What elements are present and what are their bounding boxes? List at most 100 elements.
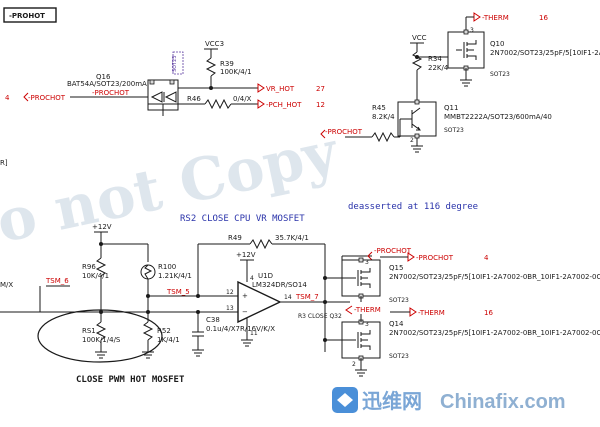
r49-value: 35.7K/4/1 bbox=[275, 234, 309, 242]
r34-resistor bbox=[411, 51, 423, 71]
prochot-r45-arrow bbox=[320, 129, 326, 139]
q16-diode-symbol bbox=[150, 91, 177, 103]
edge-label-r: R] bbox=[0, 159, 8, 167]
note-rs2-close: RS2 CLOSE CPU VR MOSFET bbox=[180, 214, 305, 224]
therm-arrow bbox=[473, 12, 481, 22]
r49-ref: R49 bbox=[228, 234, 242, 242]
q14-ref: Q14 bbox=[389, 320, 404, 328]
u1d-pin-13: 13 bbox=[226, 305, 234, 312]
prochot-q15-pin: -PROCHOT bbox=[374, 247, 412, 255]
r46-ref: R46 bbox=[187, 95, 201, 103]
q15-ref: Q15 bbox=[389, 264, 403, 272]
r96-ref: R96 bbox=[82, 263, 96, 271]
q16-value: BAT54A/SOT23/200mA bbox=[67, 80, 147, 88]
q16-pin bbox=[169, 79, 175, 85]
q11-pin bbox=[414, 133, 420, 139]
prochot-left-net: -PROCHOT bbox=[28, 94, 66, 102]
q10-value: 2N7002/SOT23/25pF/5[10IF1-2A7002 bbox=[490, 49, 600, 57]
therm-q14-pin: -THERM bbox=[354, 306, 381, 314]
q11-pin bbox=[414, 99, 420, 105]
q15-package: SOT23 bbox=[389, 297, 409, 304]
r34-value: 22K/4 bbox=[428, 64, 449, 72]
u1d-pin-11: 11 bbox=[250, 330, 258, 337]
title-box-label: -PROHOT bbox=[9, 12, 45, 20]
brand-cn: 迅维网 bbox=[362, 389, 422, 413]
junction-dot bbox=[323, 338, 327, 342]
title-box bbox=[3, 7, 57, 23]
r39-resistor bbox=[205, 57, 217, 77]
vrhot-net: VR_HOT bbox=[266, 85, 295, 93]
pchhot-num: 12 bbox=[316, 101, 325, 109]
q10-ref: Q10 bbox=[490, 40, 504, 48]
gnd-symbol bbox=[460, 79, 472, 87]
prochot-left-arrow bbox=[23, 92, 29, 102]
gnd-symbol bbox=[95, 351, 107, 359]
close-pwm-caption: CLOSE PWM HOT MOSFET bbox=[76, 375, 185, 385]
q10-pin-3: 3 bbox=[470, 27, 474, 34]
gnd-symbol bbox=[192, 349, 204, 357]
v12-mid-label: +12V bbox=[236, 251, 256, 259]
tsm7-net: TSM_7 bbox=[295, 293, 319, 301]
q14-pin-2: 2 bbox=[352, 361, 356, 368]
q16-ref: Q16 bbox=[96, 73, 111, 81]
tsm6-net: TSM_6 bbox=[45, 277, 69, 285]
therm-q14-num: 16 bbox=[484, 309, 493, 317]
edge-label-mx: M/X bbox=[0, 281, 13, 289]
r100-value: 1.21K/4/1 bbox=[158, 272, 192, 280]
q15-value: 2N7002/SOT23/25pF/5[10IF1-2A7002-0BR_10I… bbox=[389, 273, 600, 281]
therm-q14-arrow bbox=[409, 307, 417, 317]
q16-package-label: SOT23 bbox=[172, 55, 178, 72]
q11-bjt-symbol bbox=[404, 107, 421, 131]
therm-q14-pin-arrow bbox=[345, 305, 353, 315]
c38-ref: C38 bbox=[206, 316, 220, 324]
r39-ref: R39 bbox=[220, 60, 234, 68]
junction-dot bbox=[196, 310, 200, 314]
r46-resistor bbox=[204, 98, 232, 110]
brand-logo-mark bbox=[337, 393, 353, 407]
u1d-opamp bbox=[237, 280, 282, 324]
u1d-ref: U1D bbox=[258, 272, 273, 280]
rs1-ref: RS1 bbox=[82, 327, 96, 335]
opamp-plus: + bbox=[242, 292, 248, 300]
therm-q14-net: -THERM bbox=[418, 309, 445, 317]
tsm5-net: TSM_5 bbox=[166, 288, 190, 296]
gnd-symbol bbox=[355, 369, 367, 377]
r100-thermistor-zigzag bbox=[144, 264, 153, 280]
r96-value: 10K/4/1 bbox=[82, 272, 109, 280]
r52-resistor bbox=[142, 321, 154, 341]
r45-resistor bbox=[371, 131, 395, 143]
r3-close-note: R3 CLOSE Q32 bbox=[298, 313, 342, 320]
opamp-minus: − bbox=[242, 308, 248, 316]
highlight-ellipse bbox=[37, 309, 163, 363]
therm-num: 16 bbox=[539, 14, 548, 22]
q11-pin-2: 2 bbox=[410, 137, 414, 144]
r45-value: 8.2K/4 bbox=[372, 113, 395, 121]
r100-ref: R100 bbox=[158, 263, 176, 271]
pchhot-net: -PCH_HOT bbox=[266, 101, 302, 109]
r34-ref: R34 bbox=[428, 55, 442, 63]
q11-package: SOT23 bbox=[444, 127, 464, 134]
r39-value: 100K/4/1 bbox=[220, 68, 252, 76]
q14-package: SOT23 bbox=[389, 353, 409, 360]
q14-value: 2N7002/SOT23/25pF/5[10IF1-2A7002-0BR_10I… bbox=[389, 329, 600, 337]
q16-pin bbox=[149, 79, 155, 85]
brand-logo: 迅维网 Chinafix.com bbox=[332, 387, 566, 413]
vcc-label: VCC bbox=[412, 34, 427, 42]
q11-ref: Q11 bbox=[444, 104, 458, 112]
prochot-q15-net: -PROCHOT bbox=[416, 254, 454, 262]
pchhot-arrow bbox=[257, 99, 265, 109]
prochot-mid-net: -PROCHOT bbox=[92, 89, 130, 97]
prochot-left-num: 4 bbox=[5, 94, 10, 102]
brand-en: Chinafix.com bbox=[440, 391, 566, 413]
note-deasserted: deasserted at 116 degree bbox=[348, 202, 478, 212]
q10-package: SOT23 bbox=[490, 71, 510, 78]
q10-pin bbox=[463, 29, 469, 35]
vrhot-arrow bbox=[257, 83, 265, 93]
r52-ref: R52 bbox=[157, 327, 171, 335]
junction-dot bbox=[323, 276, 327, 280]
prochot-q15-pin-arrow bbox=[367, 251, 373, 261]
prochot-q15-num: 4 bbox=[484, 254, 489, 262]
gnd-symbol bbox=[241, 339, 253, 347]
